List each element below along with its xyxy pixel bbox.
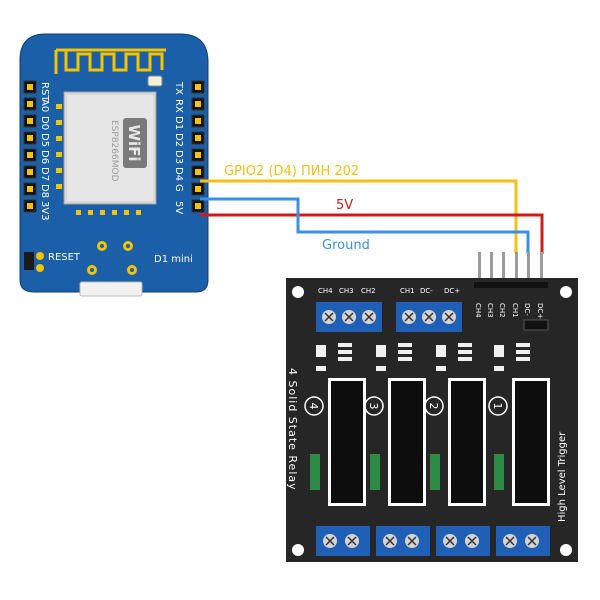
- top-terminal-labels: CH4 CH3 CH2 CH1 DC- DC+: [318, 287, 460, 295]
- mount-hole: [292, 544, 304, 556]
- svg-text:CH2: CH2: [361, 287, 376, 295]
- header-pin-labels: CH4 CH3 CH2 CH1 DC- DC+: [474, 303, 544, 319]
- module-name-text: ESP8266MOD: [109, 120, 119, 182]
- ground-wire: [200, 197, 530, 254]
- svg-text:CH2: CH2: [498, 303, 506, 318]
- svg-text:WiFi: WiFi: [125, 124, 143, 161]
- vcc-wire: [200, 213, 544, 254]
- pin-label: 5V: [173, 201, 184, 214]
- pin-label: D0: [39, 116, 50, 130]
- module-left-pads: [56, 104, 62, 189]
- pin-label: D2: [173, 133, 184, 147]
- relay-channel-4: 4: [304, 378, 366, 506]
- mount-hole: [292, 286, 304, 298]
- pin-label: D4: [173, 167, 184, 181]
- indicator-component: [523, 319, 549, 331]
- bottom-terminal-block: [436, 526, 490, 556]
- pin-label: 3V3: [39, 201, 50, 221]
- svg-text:CH1: CH1: [511, 303, 519, 318]
- mount-hole: [560, 286, 572, 298]
- svg-text:CH4: CH4: [318, 287, 333, 295]
- relay-led: [430, 454, 440, 490]
- pin-label: TX: [173, 81, 184, 95]
- top-terminal-block-power: [396, 302, 462, 332]
- svg-text:2: 2: [427, 403, 440, 410]
- trigger-label: High Level Trigger: [557, 431, 568, 522]
- ground-wire-label: Ground: [322, 238, 370, 253]
- relay-board: CH4 CH3 CH2 CH1 DC- DC+ CH4 CH3 CH2 CH1 …: [286, 252, 578, 562]
- pin-label: D7: [39, 167, 50, 181]
- wires: GPIO2 (D4) ПИН 202 5V Ground: [200, 164, 544, 254]
- antenna-trace: [54, 48, 166, 74]
- svg-text:1: 1: [491, 403, 504, 410]
- relay-channel-3: 3: [364, 378, 426, 506]
- relay-led: [494, 454, 504, 490]
- pin-label: D8: [39, 184, 50, 198]
- pin-label: A0: [39, 99, 50, 112]
- svg-text:CH4: CH4: [474, 303, 482, 318]
- relay-title: 4 Solid State Relay: [286, 368, 299, 491]
- bottom-terminal-blocks: [316, 526, 550, 556]
- smd-components: [316, 343, 530, 371]
- vcc-wire-label: 5V: [336, 198, 353, 213]
- svg-text:3: 3: [367, 403, 380, 410]
- pin-label: D3: [173, 150, 184, 164]
- relay-channel-2: 2: [424, 378, 486, 506]
- relay-led: [310, 454, 320, 490]
- reset-label: RESET: [48, 252, 81, 263]
- reset-button[interactable]: [24, 252, 34, 270]
- wifi-logo: WiFi: [123, 118, 147, 168]
- pin-label: RX: [173, 99, 184, 113]
- relay-header-pins: [478, 252, 543, 284]
- relay-led: [370, 454, 380, 490]
- svg-text:DC+: DC+: [444, 287, 460, 295]
- status-led: [147, 75, 163, 87]
- bottom-terminal-block: [316, 526, 370, 556]
- svg-text:CH3: CH3: [339, 287, 354, 295]
- svg-text:DC+: DC+: [536, 303, 544, 319]
- board-name: D1 mini: [154, 254, 193, 265]
- pin-label: D5: [39, 133, 50, 147]
- svg-text:4: 4: [307, 403, 320, 410]
- top-terminal-block-ch: [316, 302, 382, 332]
- pin-label: D1: [173, 116, 184, 130]
- usb-port[interactable]: [79, 281, 143, 297]
- gpio-wire: [200, 179, 518, 254]
- pin-label: G: [173, 184, 184, 192]
- mount-hole: [560, 544, 572, 556]
- relay-channel-1: 1: [488, 378, 550, 506]
- gpio-wire-label: GPIO2 (D4) ПИН 202: [224, 164, 359, 179]
- bottom-terminal-block: [376, 526, 430, 556]
- module-pads: [76, 210, 141, 215]
- svg-text:CH1: CH1: [400, 287, 415, 295]
- pin-label: RST: [39, 82, 50, 102]
- svg-text:DC-: DC-: [420, 287, 433, 295]
- svg-text:DC-: DC-: [523, 303, 531, 316]
- bottom-terminal-block: [496, 526, 550, 556]
- svg-text:CH3: CH3: [486, 303, 494, 318]
- pin-label: D6: [39, 150, 50, 164]
